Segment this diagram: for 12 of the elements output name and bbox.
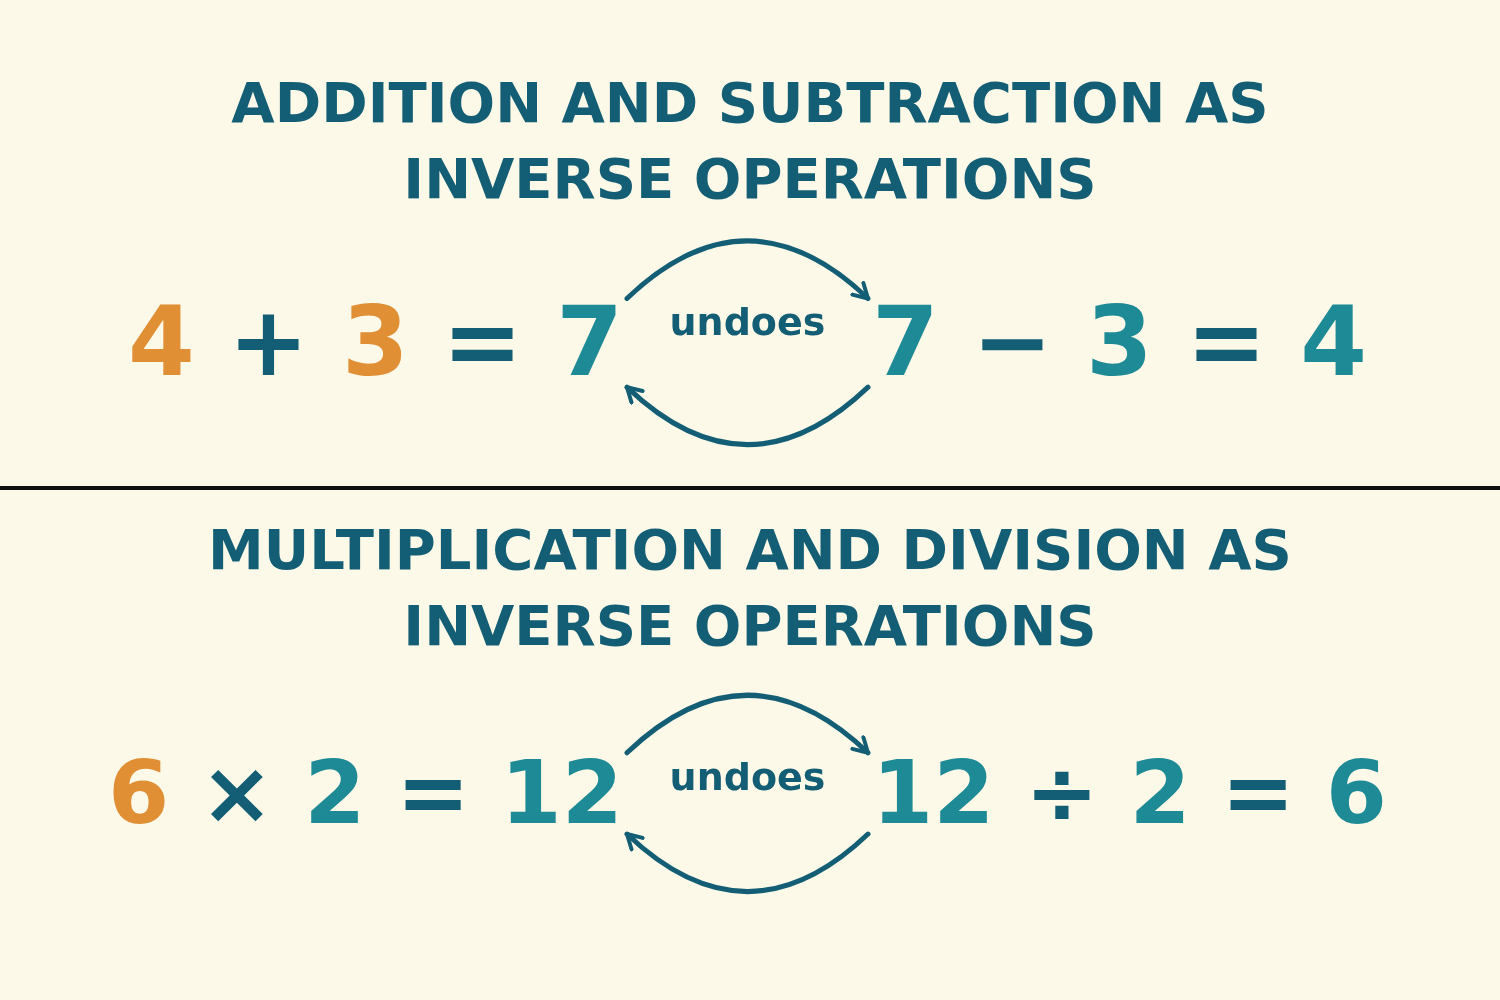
curved-arrow bbox=[624, 831, 871, 895]
section-heading: ADDITION AND SUBTRACTION AS INVERSE OPERATIONS bbox=[230, 69, 1270, 213]
curved-arrow bbox=[624, 692, 871, 756]
equation: 6 × 2 = 12 bbox=[108, 745, 623, 842]
equation: 4 + 3 = 7 bbox=[128, 290, 623, 396]
curved-arrow bbox=[624, 384, 871, 448]
section-heading: MULTIPLICATION AND DIVISION AS INVERSE OPERATIONS bbox=[207, 516, 1293, 660]
equation: 12 ÷ 2 = 6 bbox=[872, 745, 1387, 842]
edge-label: undoes bbox=[669, 754, 826, 799]
edge-label: undoes bbox=[669, 300, 826, 345]
equation: 7 − 3 = 4 bbox=[872, 290, 1367, 396]
curved-arrow bbox=[624, 238, 871, 301]
